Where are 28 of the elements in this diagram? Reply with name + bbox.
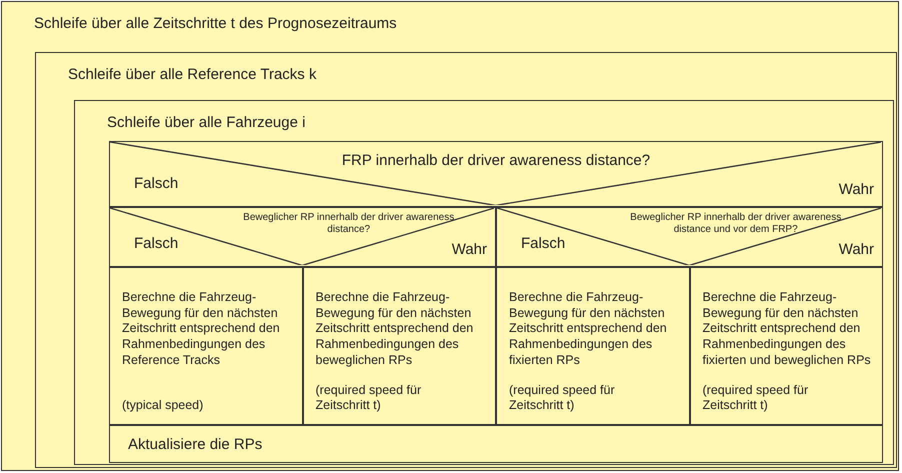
step-text: Berechne die Fahrzeug-Bewegung für den nächsten Zeitschritt entsprechend den Rahmenbedingungen des fixierten RPs — [509, 290, 668, 368]
process-box — [690, 267, 883, 425]
loop-heading: Schleife über alle Zeitschritte t des Prognosezeitraums — [34, 15, 397, 32]
step-text: Aktualisiere die RPs — [128, 436, 262, 453]
process-box — [109, 425, 883, 463]
process-box — [302, 267, 496, 425]
loop-box — [74, 100, 894, 465]
false-branch-label: Falsch — [134, 175, 178, 192]
process-box — [496, 267, 690, 425]
loop-heading: Schleife über alle Reference Tracks k — [68, 66, 316, 83]
step-text: Berechne die Fahrzeug-Bewegung für den nächsten Zeitschritt entsprechend den Rahmenbedingungen des beweglichen RPs — [316, 290, 474, 368]
condition-text: FRP innerhalb der driver awareness distance? — [340, 152, 652, 170]
speed-note: (required speed für Zeitschritt t) — [316, 382, 422, 414]
speed-note: (required speed für Zeitschritt t) — [702, 382, 810, 414]
condition-text: Beweglicher RP innerhalb der driver awareness distance und vor dem FRP? — [629, 212, 842, 235]
process-box — [109, 267, 302, 425]
speed-note: (typical speed) — [122, 398, 204, 414]
true-branch-label: Wahr — [838, 181, 874, 198]
condition-text: Beweglicher RP innerhalb der driver awareness distance? — [242, 212, 456, 235]
step-text: Berechne die Fahrzeug-Bewegung für den nächsten Zeitschritt entsprechend den Rahmenbedingungen des fixierten und beweglichen RPs — [702, 290, 872, 368]
speed-note: (required speed für Zeitschritt t) — [509, 382, 616, 414]
step-text: Berechne die Fahrzeug-Bewegung für den nächsten Zeitschritt entsprechend den Rahmenbedingungen des Reference Tracks — [122, 290, 281, 368]
loop-box — [35, 52, 897, 468]
true-branch-label: Wahr — [838, 241, 874, 258]
true-branch-label: Wahr — [452, 241, 487, 258]
false-branch-label: Falsch — [134, 235, 178, 252]
loop-heading: Schleife über alle Fahrzeuge i — [107, 114, 306, 131]
false-branch-label: Falsch — [521, 235, 566, 252]
